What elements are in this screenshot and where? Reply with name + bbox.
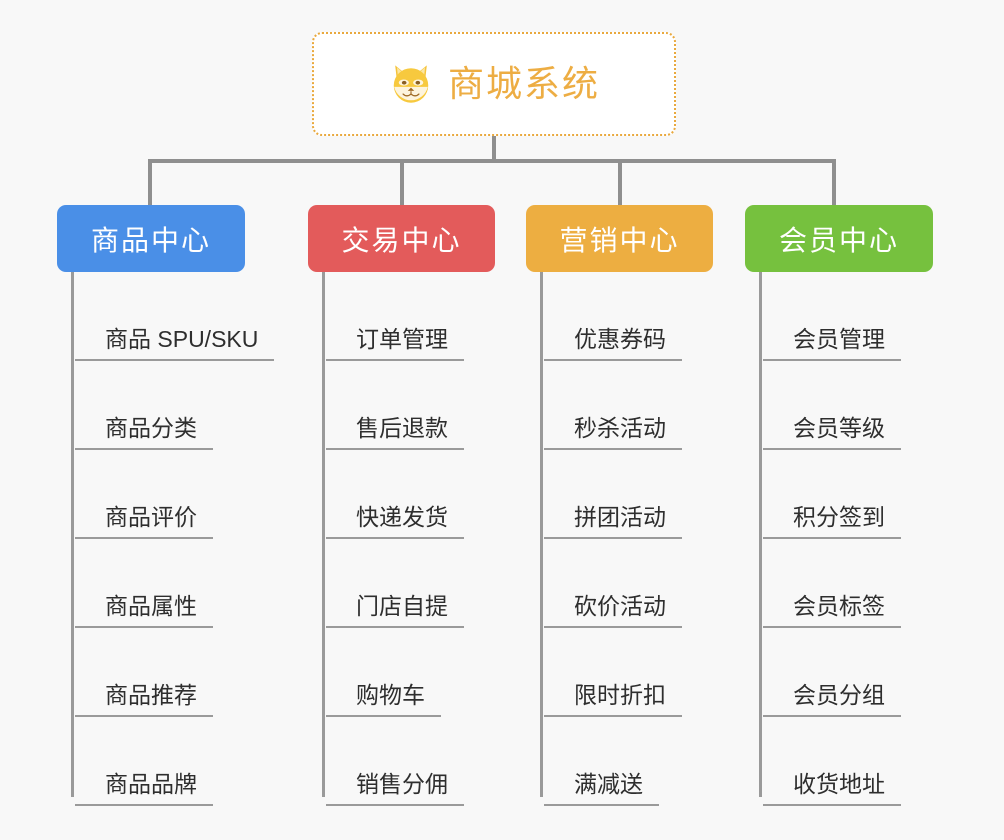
branch-marketing-center: 营销中心 优惠券码 秒杀活动 拼团活动 砍价活动 限时折扣 满减送 [526,205,713,806]
leaf-label: 会员分组 [763,682,901,717]
branch-header-trade-center[interactable]: 交易中心 [308,205,495,272]
leaf-label: 商品品牌 [75,771,213,806]
branch-spine [540,272,543,797]
branch-body: 会员管理 会员等级 积分签到 会员标签 会员分组 收货地址 [745,272,933,806]
leaf-label: 售后退款 [326,415,464,450]
list-item[interactable]: 会员等级 [749,361,933,450]
list-item[interactable]: 限时折扣 [530,628,713,717]
leaf-label: 快递发货 [326,504,464,539]
leaf-label: 订单管理 [326,326,464,361]
leaf-label: 商品分类 [75,415,213,450]
leaf-label: 门店自提 [326,593,464,628]
branch-spine [322,272,325,797]
leaf-label: 砍价活动 [544,593,682,628]
list-item[interactable]: 秒杀活动 [530,361,713,450]
leaf-label: 购物车 [326,682,441,717]
leaf-label: 商品评价 [75,504,213,539]
leaf-label: 收货地址 [763,771,901,806]
list-item[interactable]: 快递发货 [312,450,495,539]
branch-header-member-center[interactable]: 会员中心 [745,205,933,272]
list-item[interactable]: 商品属性 [61,539,274,628]
leaf-label: 会员标签 [763,593,901,628]
connector-horizontal-bus [148,159,836,163]
leaf-list: 优惠券码 秒杀活动 拼团活动 砍价活动 限时折扣 满减送 [530,272,713,806]
list-item[interactable]: 商品推荐 [61,628,274,717]
connector-branch-4 [832,159,836,205]
leaf-label: 商品属性 [75,593,213,628]
root-node[interactable]: 商城系统 [312,32,676,136]
list-item[interactable]: 砍价活动 [530,539,713,628]
leaf-label: 积分签到 [763,504,901,539]
branch-header-product-center[interactable]: 商品中心 [57,205,245,272]
list-item[interactable]: 售后退款 [312,361,495,450]
list-item[interactable]: 销售分佣 [312,717,495,806]
list-item[interactable]: 拼团活动 [530,450,713,539]
leaf-list: 商品 SPU/SKU 商品分类 商品评价 商品属性 商品推荐 商品品牌 [61,272,275,806]
list-item[interactable]: 会员分组 [749,628,933,717]
leaf-label: 拼团活动 [544,504,682,539]
branch-header-marketing-center[interactable]: 营销中心 [526,205,713,272]
branch-member-center: 会员中心 会员管理 会员等级 积分签到 会员标签 会员分组 收货地址 [745,205,933,806]
list-item[interactable]: 门店自提 [312,539,495,628]
branch-spine [759,272,762,797]
list-item[interactable]: 优惠券码 [530,272,713,361]
leaf-label: 秒杀活动 [544,415,682,450]
shiba-dog-face-icon [393,65,429,103]
list-item[interactable]: 购物车 [312,628,495,717]
list-item[interactable]: 商品评价 [61,450,274,539]
leaf-label: 优惠券码 [544,326,682,361]
connector-branch-1 [148,159,152,205]
root-title: 商城系统 [447,63,600,104]
leaf-label: 限时折扣 [544,682,682,717]
branch-body: 订单管理 售后退款 快递发货 门店自提 购物车 销售分佣 [308,272,495,806]
list-item[interactable]: 会员管理 [749,272,933,361]
leaf-list: 会员管理 会员等级 积分签到 会员标签 会员分组 收货地址 [749,272,933,806]
branch-body: 商品 SPU/SKU 商品分类 商品评价 商品属性 商品推荐 商品品牌 [57,272,275,806]
connector-branch-3 [618,159,622,205]
leaf-label: 会员管理 [763,326,901,361]
branch-product-center: 商品中心 商品 SPU/SKU 商品分类 商品评价 商品属性 商品推荐 商品品牌 [57,205,275,806]
branch-spine [71,272,74,797]
branch-body: 优惠券码 秒杀活动 拼团活动 砍价活动 限时折扣 满减送 [526,272,713,806]
list-item[interactable]: 商品品牌 [61,717,274,806]
leaf-label: 商品推荐 [75,682,213,717]
leaf-label: 商品 SPU/SKU [75,326,275,361]
list-item[interactable]: 收货地址 [749,717,933,806]
leaf-label: 销售分佣 [326,771,464,806]
leaf-label: 会员等级 [763,415,901,450]
list-item[interactable]: 积分签到 [749,450,933,539]
list-item[interactable]: 满减送 [530,717,713,806]
leaf-list: 订单管理 售后退款 快递发货 门店自提 购物车 销售分佣 [312,272,495,806]
list-item[interactable]: 商品 SPU/SKU [61,272,275,361]
list-item[interactable]: 订单管理 [312,272,495,361]
leaf-label: 满减送 [544,771,659,806]
branch-trade-center: 交易中心 订单管理 售后退款 快递发货 门店自提 购物车 销售分佣 [308,205,495,806]
connector-branch-2 [400,159,404,205]
list-item[interactable]: 会员标签 [749,539,933,628]
list-item[interactable]: 商品分类 [61,361,274,450]
connector-root-stem [492,136,496,162]
